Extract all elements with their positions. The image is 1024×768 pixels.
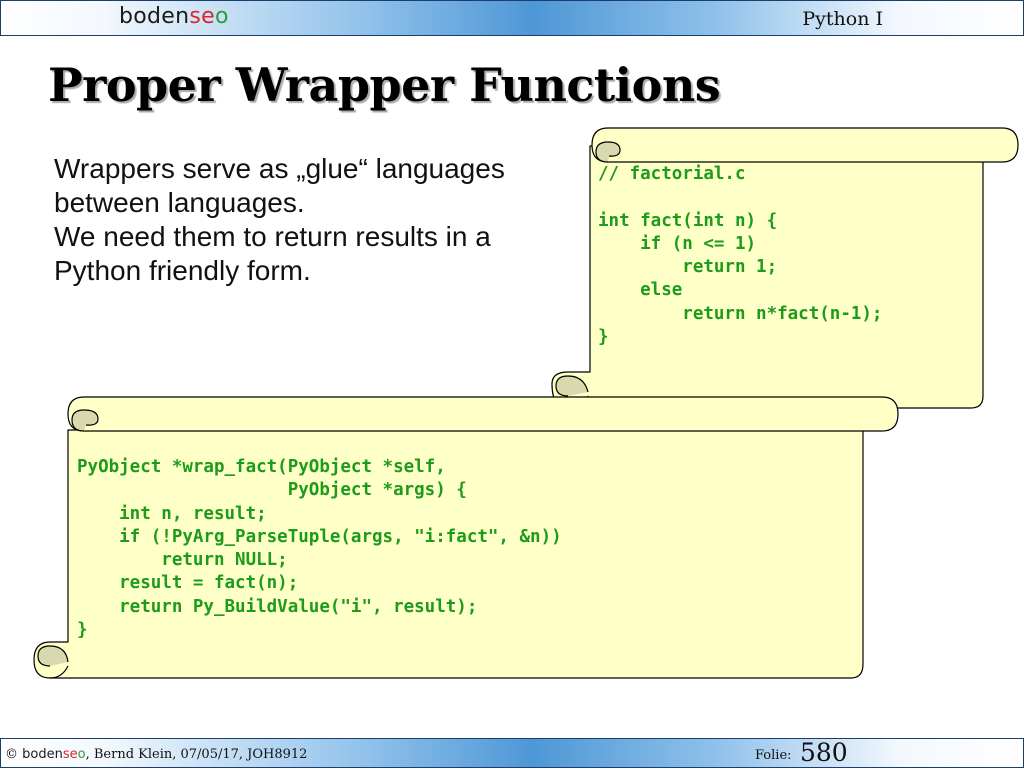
footer-credit-text: , Bernd Klein, 07/05/17, JOH8912 [85,747,308,762]
code-line: if (!PyArg_ParseTuple(args, "i:fact", &n… [77,526,562,547]
scroll-wrapper [33,396,899,679]
code-line: PyObject *args) { [77,480,467,501]
code-block-wrapper: PyObject *wrap_fact(PyObject *self, PyOb… [77,456,562,642]
code-block-factorial-c: // factorial.c int fact(int n) { if (n <=… [598,163,882,349]
code-line: return n*fact(n-1); [598,303,883,324]
code-line: result = fact(n); [77,573,299,594]
code-line: return Py_BuildValue("i", result); [77,596,478,617]
code-line: int fact(int n) { [598,210,778,231]
brand-logo: bodenseo [119,4,229,29]
intro-line: Wrappers serve as „glue“ languages [54,153,505,184]
brand-part-1: boden [119,4,190,29]
footer-credit: © bodenseo, Bernd Klein, 07/05/17, JOH89… [5,747,307,762]
code-line: else [598,280,683,301]
code-line: int n, result; [77,503,267,524]
folie-label: Folie: [755,748,792,763]
code-line: } [598,327,609,348]
header-bar: bodenseo Python I [0,0,1024,36]
footer-bar: © bodenseo, Bernd Klein, 07/05/17, JOH89… [0,738,1024,768]
slide-title: Proper Wrapper Functions [48,58,721,112]
code-line [598,186,882,209]
intro-line: between languages. [54,187,305,218]
code-line: return NULL; [77,550,288,571]
slide-number: 580 [800,738,848,767]
scroll-factorial-c [551,127,1019,409]
intro-line: We need them to return results in a [54,221,491,252]
code-line: PyObject *wrap_fact(PyObject *self, [77,457,446,477]
copyright-icon: © [5,747,18,762]
code-line: if (n <= 1) [598,233,757,254]
code-line: return 1; [598,257,778,278]
footer-brand-part-2: se [62,747,78,762]
intro-line: Python friendly form. [54,255,311,286]
intro-text: Wrappers serve as „glue“ languages betwe… [54,152,574,288]
footer-brand-part-3: o [77,747,86,762]
course-title: Python I [802,8,883,30]
footer-brand-part-1: boden [22,747,63,762]
code-line: } [77,620,88,641]
code-line: // factorial.c [598,164,746,184]
brand-part-2: se [189,4,215,29]
brand-part-3: o [214,4,229,29]
